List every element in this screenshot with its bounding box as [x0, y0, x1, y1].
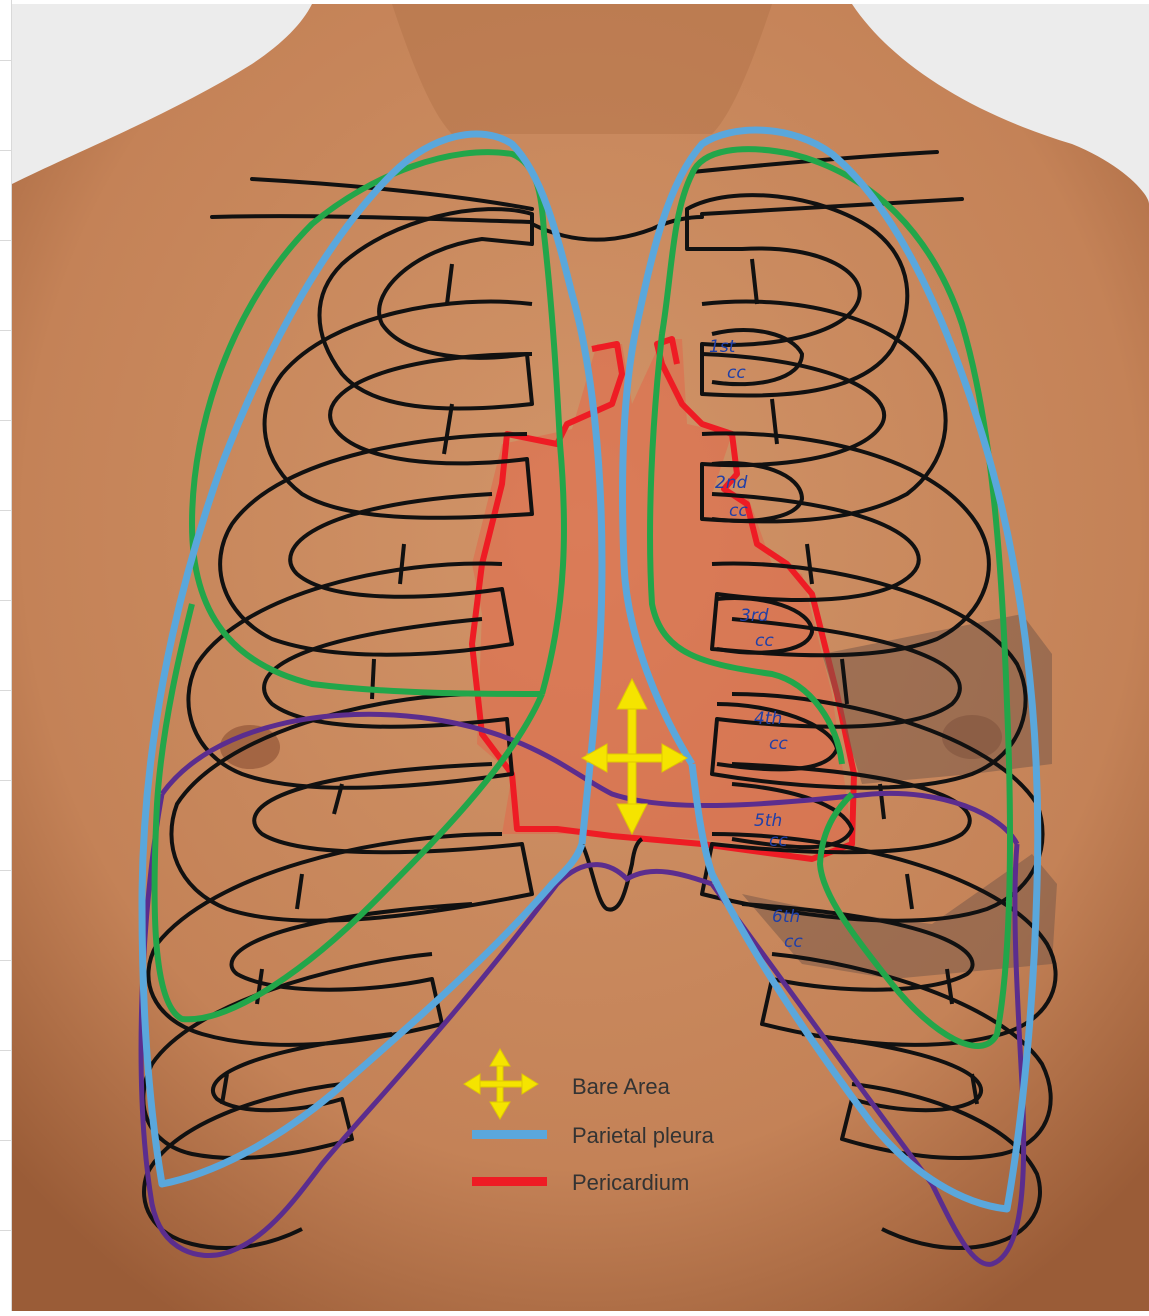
- grid-line: [0, 960, 12, 961]
- thorax-surface-anatomy-figure: 1st cc 2nd cc 3rd cc 4th cc 5th cc 6th c…: [12, 4, 1149, 1311]
- grid-line: [0, 510, 12, 511]
- grid-line: [0, 240, 12, 241]
- legend-label-bare-area: Bare Area: [572, 1074, 671, 1099]
- legend-label-parietal-pleura: Parietal pleura: [572, 1123, 715, 1148]
- svg-text:1st: 1st: [709, 337, 737, 357]
- svg-text:5th: 5th: [754, 811, 782, 831]
- grid-line: [0, 60, 12, 61]
- grid-line: [0, 1140, 12, 1141]
- grid-line: [0, 870, 12, 871]
- svg-text:4th: 4th: [754, 709, 782, 729]
- grid-line: [0, 690, 12, 691]
- grid-line: [0, 150, 12, 151]
- grid-line: [0, 1050, 12, 1051]
- grid-line: [0, 330, 12, 331]
- svg-text:3rd: 3rd: [740, 606, 769, 626]
- grid-line: [0, 780, 12, 781]
- grid-line: [0, 420, 12, 421]
- legend-parietal-pleura-swatch: [472, 1130, 547, 1139]
- svg-text:6th: 6th: [772, 907, 800, 927]
- svg-text:2nd: 2nd: [715, 473, 748, 493]
- svg-text:cc: cc: [755, 631, 774, 651]
- svg-text:cc: cc: [769, 831, 788, 851]
- svg-text:cc: cc: [784, 932, 803, 952]
- neck-shadow: [392, 4, 772, 134]
- svg-text:cc: cc: [729, 501, 748, 521]
- svg-text:cc: cc: [727, 363, 746, 383]
- svg-text:cc: cc: [769, 734, 788, 754]
- grid-line: [0, 600, 12, 601]
- legend-label-pericardium: Pericardium: [572, 1170, 689, 1195]
- thorax-diagram: 1st cc 2nd cc 3rd cc 4th cc 5th cc 6th c…: [12, 4, 1149, 1311]
- legend-pericardium-swatch: [472, 1177, 547, 1186]
- grid-line: [0, 1230, 12, 1231]
